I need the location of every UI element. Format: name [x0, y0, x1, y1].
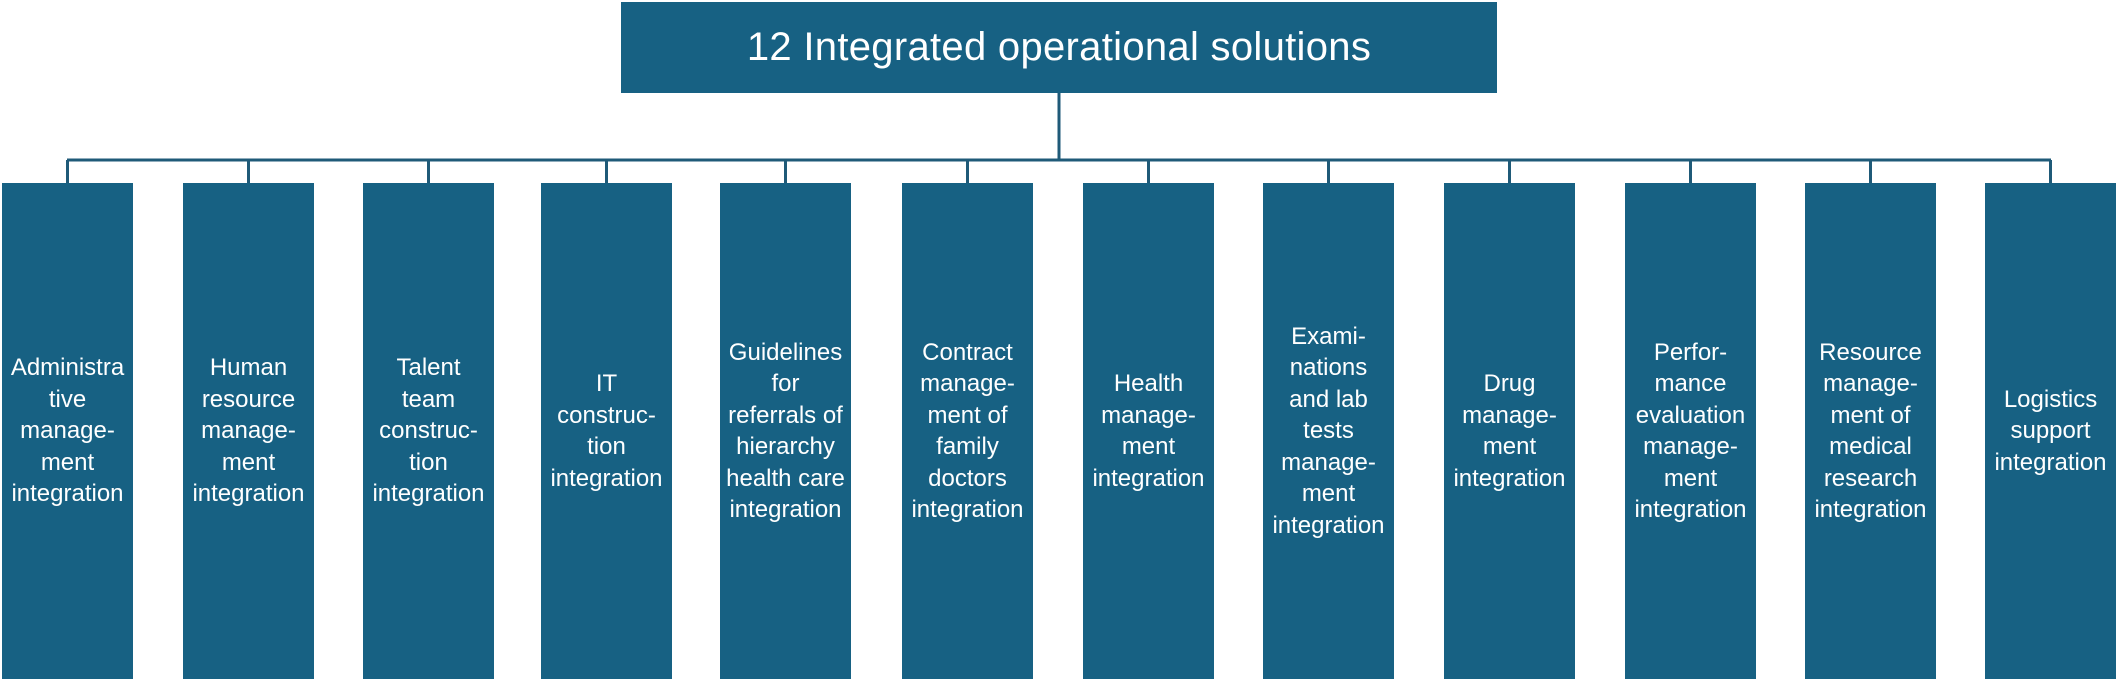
solution-label: Perfor- mance evaluation manage- ment in… [1634, 338, 1747, 524]
solution-box-drug-management: Drug manage- ment integration [1444, 183, 1575, 679]
solution-label: Administra tive manage- ment integration [10, 354, 125, 508]
solution-label: Exami- nations and lab tests manage- men… [1272, 322, 1385, 539]
solution-box-talent-team: Talent team construc- tion integration [363, 183, 494, 679]
solution-label: Health manage- ment integration [1092, 370, 1205, 492]
solution-box-it-construction: IT construc- tion integration [541, 183, 672, 679]
solution-label: Contract manage- ment of family doctors … [911, 338, 1024, 524]
solution-box-contract-management: Contract manage- ment of family doctors … [902, 183, 1033, 679]
solution-box-examinations-lab-tests: Exami- nations and lab tests manage- men… [1263, 183, 1394, 679]
solution-box-human-resource: Human resource manage- ment integration [183, 183, 314, 679]
solution-box-referral-guidelines: Guidelines for referrals of hierarchy he… [720, 183, 851, 679]
diagram-title: 12 Integrated operational solutions [746, 25, 1372, 69]
solution-label: Guidelines for referrals of hierarchy he… [726, 338, 845, 524]
solution-box-medical-research: Resource manage- ment of medical researc… [1805, 183, 1936, 679]
title-box: 12 Integrated operational solutions [621, 2, 1497, 93]
solution-box-health-management: Health manage- ment integration [1083, 183, 1214, 679]
solution-label: Resource manage- ment of medical researc… [1814, 338, 1927, 524]
solution-box-administrative: Administra tive manage- ment integration [2, 183, 133, 679]
drop-lines [66, 160, 2052, 183]
solution-label: Talent team construc- tion integration [372, 354, 485, 508]
solution-box-performance-evaluation: Perfor- mance evaluation manage- ment in… [1625, 183, 1756, 679]
solution-label: Logistics support integration [1994, 385, 2107, 476]
solution-label: Human resource manage- ment integration [192, 354, 305, 508]
solution-box-logistics-support: Logistics support integration [1985, 183, 2116, 679]
solution-label: IT construc- tion integration [550, 370, 663, 492]
solution-label: Drug manage- ment integration [1453, 370, 1566, 492]
